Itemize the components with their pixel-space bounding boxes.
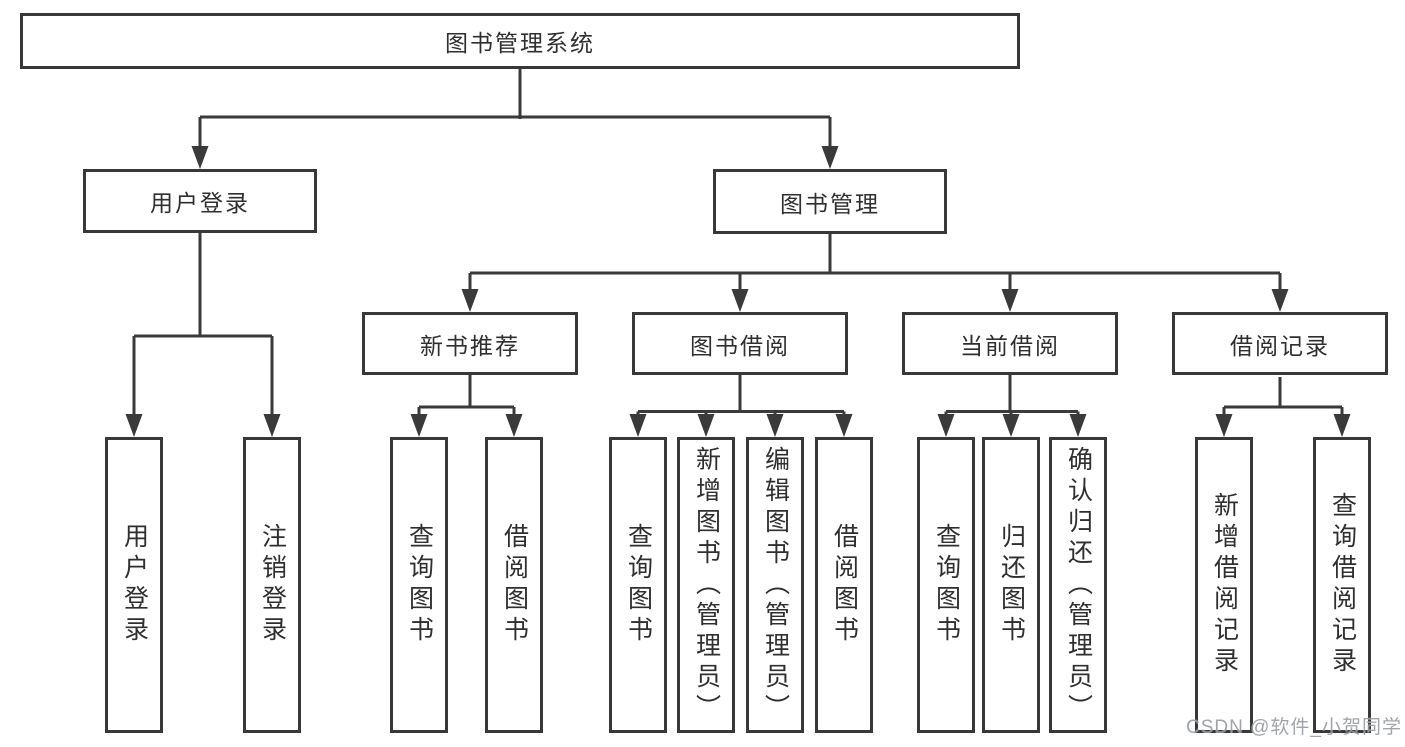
leaf-edit-book-admin: 编辑图书（管理员） <box>746 437 804 733</box>
node-book-management-label: 图书管理 <box>780 190 880 217</box>
leaf-query-book-borrow: 查询图书 <box>609 437 667 733</box>
leaf-add-book-admin: 新增图书（管理员） <box>677 437 735 733</box>
leaf-user-login: 用户登录 <box>105 437 163 733</box>
leaf-query-book-recommend: 查询图书 <box>390 437 448 733</box>
leaf-return-book-label: 归还图书 <box>997 523 1026 647</box>
leaf-confirm-return-admin-label: 确认归还（管理员） <box>1064 445 1093 725</box>
leaf-query-book-current-label: 查询图书 <box>932 523 961 647</box>
leaf-query-book-recommend-label: 查询图书 <box>405 523 434 647</box>
node-user-login: 用户登录 <box>83 169 317 233</box>
node-borrow-records: 借阅记录 <box>1172 312 1388 375</box>
leaf-return-book: 归还图书 <box>982 437 1040 733</box>
node-current-borrow-label: 当前借阅 <box>960 332 1060 359</box>
node-book-borrow: 图书借阅 <box>632 312 848 375</box>
node-root-label: 图书管理系统 <box>445 30 595 56</box>
node-new-book-recommend-label: 新书推荐 <box>420 332 520 359</box>
leaf-borrow-book-label: 借阅图书 <box>830 523 859 647</box>
leaf-logout-label: 注销登录 <box>258 523 287 647</box>
node-borrow-records-label: 借阅记录 <box>1230 332 1330 359</box>
leaf-borrow-book-recommend-label: 借阅图书 <box>500 523 529 647</box>
leaf-borrow-book: 借阅图书 <box>815 437 873 733</box>
node-current-borrow: 当前借阅 <box>902 312 1118 375</box>
leaf-add-borrow-record-label: 新增借阅记录 <box>1210 492 1239 678</box>
leaf-edit-book-admin-label: 编辑图书（管理员） <box>761 445 790 725</box>
node-root: 图书管理系统 <box>20 13 1020 69</box>
node-book-management: 图书管理 <box>713 169 947 234</box>
node-user-login-label: 用户登录 <box>150 190 250 216</box>
leaf-query-borrow-record-label: 查询借阅记录 <box>1328 492 1357 678</box>
leaf-query-book-borrow-label: 查询图书 <box>624 523 653 647</box>
watermark: CSDN @软件_小贺同学 <box>1186 712 1402 739</box>
leaf-add-borrow-record: 新增借阅记录 <box>1195 437 1253 733</box>
node-book-borrow-label: 图书借阅 <box>690 332 790 359</box>
leaf-query-book-current: 查询图书 <box>917 437 975 733</box>
leaf-add-book-admin-label: 新增图书（管理员） <box>692 445 721 725</box>
leaf-confirm-return-admin: 确认归还（管理员） <box>1049 437 1107 733</box>
watermark-text: CSDN @软件_小贺同学 <box>1186 717 1402 738</box>
leaf-borrow-book-recommend: 借阅图书 <box>485 437 543 733</box>
leaf-user-login-label: 用户登录 <box>120 523 149 647</box>
node-new-book-recommend: 新书推荐 <box>362 312 578 375</box>
leaf-query-borrow-record: 查询借阅记录 <box>1313 437 1371 733</box>
leaf-logout: 注销登录 <box>243 437 301 733</box>
